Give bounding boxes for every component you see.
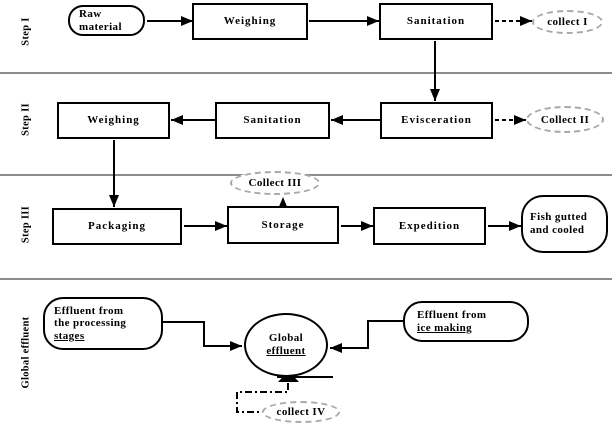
dashdot-path-collect4 <box>236 383 289 413</box>
node-label: Evisceration <box>401 114 472 127</box>
section-divider <box>0 72 612 74</box>
node-label: and cooled <box>530 224 585 236</box>
node-label: the processing <box>54 317 127 330</box>
arrow-processing-to-global <box>163 321 242 351</box>
node-weighing-step2: Weighing <box>57 102 170 139</box>
node-label: collect IV <box>276 406 326 418</box>
node-label: ice making <box>417 321 473 334</box>
node-label: Expedition <box>398 219 461 232</box>
node-label: Effluent from <box>417 308 487 321</box>
node-collect-1: collect I <box>532 10 603 34</box>
node-label: material <box>79 20 122 33</box>
node-label: stages <box>54 329 85 342</box>
node-packaging: Packaging <box>52 208 182 245</box>
node-effluent-processing-stages: Effluent from the processing stages <box>43 297 163 350</box>
node-label: Raw <box>79 7 102 20</box>
node-raw-material: Raw material <box>68 5 145 36</box>
node-global-effluent: Global effluent <box>244 313 328 377</box>
node-sanitation-step1: Sanitation <box>379 3 493 40</box>
node-label: collect I <box>547 16 588 28</box>
node-sanitation-step2: Sanitation <box>215 102 330 139</box>
node-effluent-ice-making: Effluent from ice making <box>403 301 529 342</box>
node-label: Collect III <box>248 177 302 189</box>
node-weighing-step1: Weighing <box>192 3 308 40</box>
node-collect-4: collect IV <box>262 401 340 423</box>
node-evisceration: Evisceration <box>380 102 493 139</box>
node-label: Packaging <box>88 220 146 233</box>
node-label: Global <box>268 332 304 345</box>
node-fish-gutted-cooled: Fish gutted and cooled <box>521 195 608 253</box>
node-label: Effluent from <box>54 304 124 317</box>
node-label: Storage <box>261 218 305 231</box>
node-expedition: Expedition <box>373 207 486 245</box>
arrow-ice-to-global <box>330 320 403 353</box>
node-label: Sanitation <box>406 15 466 28</box>
node-collect-3: Collect III <box>230 171 320 195</box>
section-divider <box>0 278 612 280</box>
node-label: Sanitation <box>243 114 302 127</box>
node-label: Collect II <box>540 113 590 126</box>
node-label: Fish gutted <box>530 211 588 224</box>
node-collect-2: Collect II <box>526 106 604 133</box>
node-storage: Storage <box>227 206 339 244</box>
node-label: effluent <box>266 345 306 357</box>
node-label: Weighing <box>223 15 277 28</box>
node-label: Weighing <box>87 114 140 127</box>
